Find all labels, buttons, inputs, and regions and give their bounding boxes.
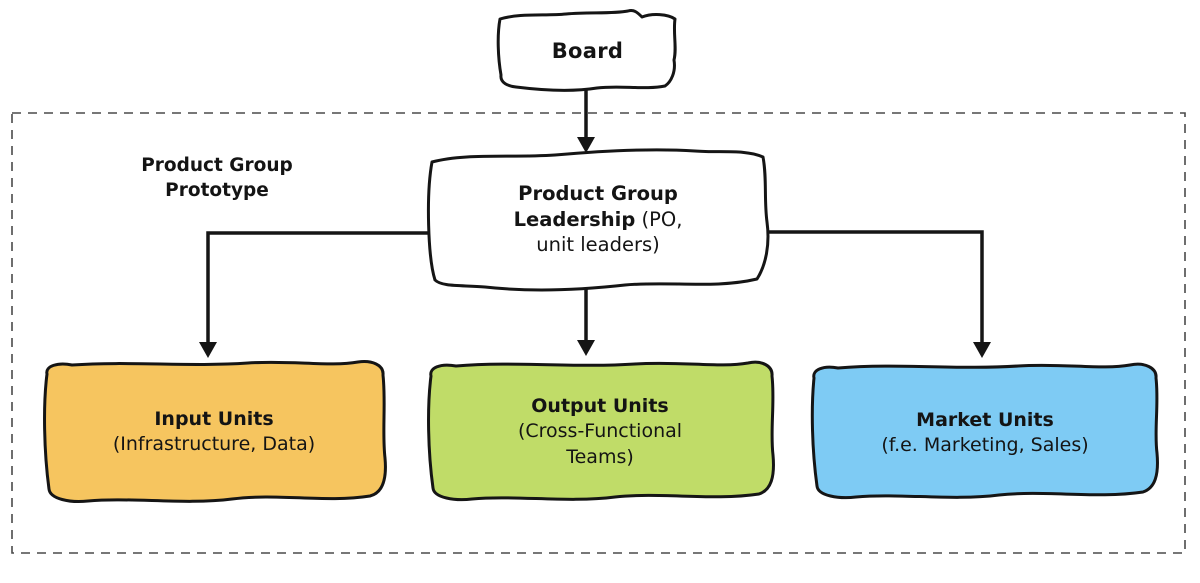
input-units-box-shape — [43, 360, 387, 503]
arrow-board-to-leadership — [577, 89, 595, 153]
market-units-box-shape — [810, 362, 1159, 500]
board-box-shape — [496, 9, 677, 92]
leadership-box-shape — [426, 148, 770, 292]
connector-leadership-to-input — [199, 231, 428, 358]
connector-leadership-to-market — [768, 230, 991, 358]
prototype-boundary — [11, 112, 1186, 554]
connector-leadership-to-output — [577, 288, 595, 356]
output-units-box-shape — [427, 360, 775, 502]
